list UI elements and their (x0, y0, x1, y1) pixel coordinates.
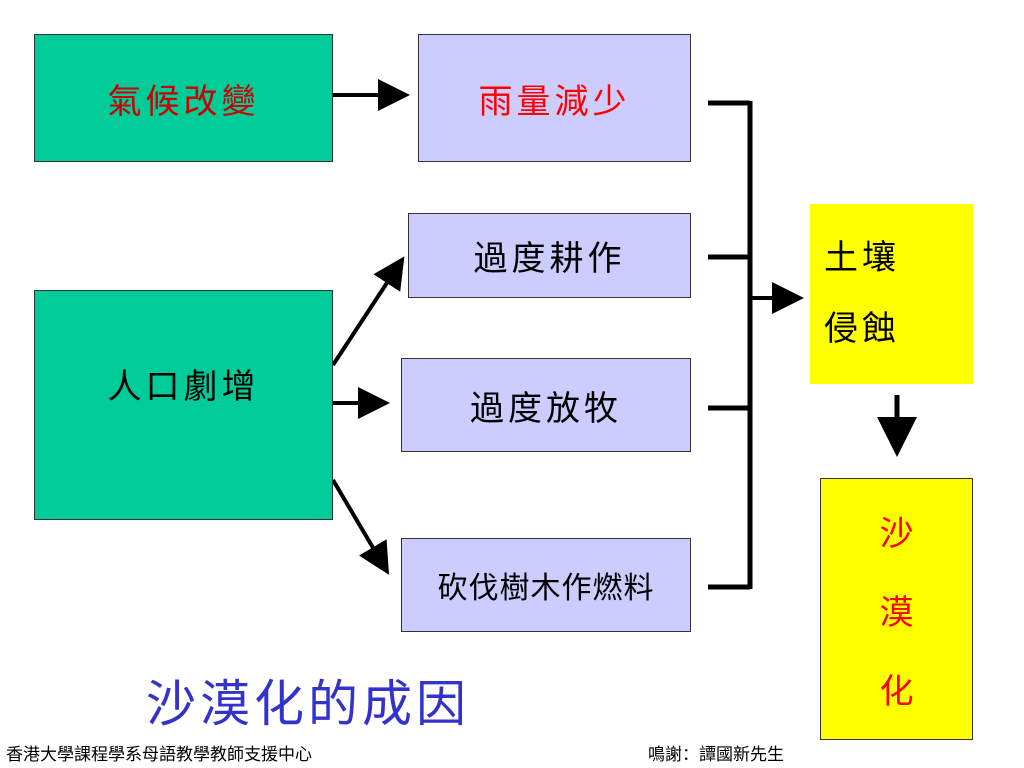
footer-left: 香港大學課程學系母語教學教師支援中心 (6, 745, 312, 765)
node-desertification-char1: 沙 (879, 513, 914, 554)
arrow-population-to-cultivation (331, 256, 405, 367)
node-over-cultivation-label: 過度耕作 (473, 239, 626, 279)
node-climate-change-label: 氣候改變 (107, 81, 260, 122)
node-desertification-char3: 化 (879, 671, 914, 712)
node-soil-erosion: 土壤 侵蝕 (810, 204, 973, 384)
diagram-title: 沙漠化的成因 (146, 675, 470, 733)
node-over-cultivation: 過度耕作 (408, 213, 691, 298)
node-climate-change: 氣候改變 (34, 34, 333, 162)
node-deforestation-label: 砍伐樹木作燃料 (437, 571, 655, 606)
footer-right: 鳴謝：譚國新先生 (648, 745, 784, 765)
arrow-population-to-deforestation (331, 478, 390, 575)
node-desertification: 沙 漠 化 (820, 478, 973, 740)
node-less-rain-label: 雨量減少 (478, 81, 631, 122)
node-soil-erosion-line2: 侵蝕 (824, 309, 900, 349)
node-population-label: 人口劇增 (107, 367, 260, 407)
node-population: 人口劇增 (34, 290, 333, 520)
bracket-connector (708, 100, 753, 590)
node-over-grazing-label: 過度放牧 (470, 388, 622, 429)
node-desertification-char2: 漠 (879, 592, 914, 633)
node-deforestation: 砍伐樹木作燃料 (401, 538, 691, 632)
node-soil-erosion-line1: 土壤 (824, 238, 900, 278)
node-over-grazing: 過度放牧 (401, 358, 691, 452)
node-less-rain: 雨量減少 (418, 34, 691, 162)
